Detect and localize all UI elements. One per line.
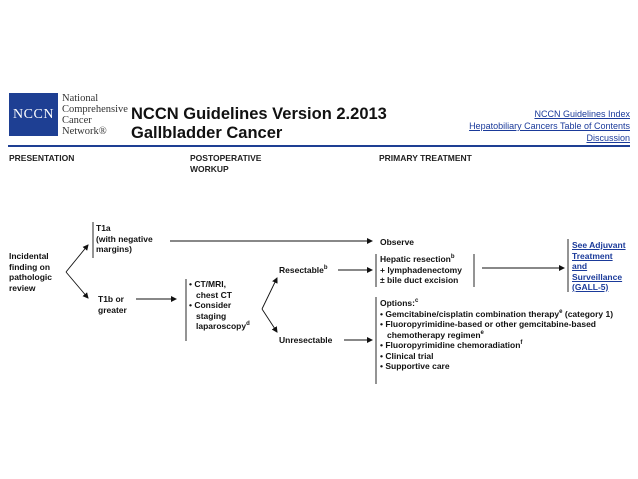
adjuvant-treatment-link[interactable]: See Adjuvant Treatment and Surveillance … xyxy=(572,240,626,293)
node-observe: Observe xyxy=(380,237,415,247)
option-item-2b-text: chemotherapy regimen xyxy=(387,329,481,340)
workup-item1-b: chest CT xyxy=(196,289,232,300)
arrow-incidental-to-t1b xyxy=(65,271,89,299)
hepatic-line-1: Hepatic resectionb xyxy=(380,254,462,265)
node-workup: • CT/MRI, chest CT • Consider staging la… xyxy=(189,279,250,332)
adjuvant-line-1: See Adjuvant xyxy=(572,240,626,250)
guidelines-index-link[interactable]: NCCN Guidelines Index xyxy=(534,109,630,119)
logo-box-text: NCCN xyxy=(13,106,54,122)
column-header-presentation: PRESENTATION xyxy=(9,153,75,163)
column-header-treatment: PRIMARY TREATMENT xyxy=(379,153,472,163)
column-header-workup: POSTOPERATIVE WORKUP xyxy=(190,153,261,175)
adjuvant-line-2: Treatment xyxy=(572,250,613,261)
resectable-label: Resectable xyxy=(279,265,324,275)
option-item-3: • Fluoropyrimidine chemoradiationf xyxy=(380,340,613,351)
page-title: NCCN Guidelines Version 2.2013 Gallbladd… xyxy=(131,105,387,143)
incidental-line-1: Incidental xyxy=(9,251,49,261)
header-divider xyxy=(8,145,630,147)
option-item-2b: chemotherapy regimene xyxy=(380,330,613,341)
table-of-contents-link[interactable]: Hepatobiliary Cancers Table of Contents xyxy=(469,121,630,131)
adjuvant-line-4: Surveillance xyxy=(572,271,623,282)
logo-line-2: Comprehensive xyxy=(62,104,128,115)
t1b-line-1: T1b or xyxy=(98,294,124,304)
option-item-1-footnote: e xyxy=(559,308,563,315)
node-incidental-finding: Incidental finding on pathologic review xyxy=(9,251,52,293)
discussion-link[interactable]: Discussion xyxy=(586,133,630,143)
workup-item2-c-text: laparoscopy xyxy=(196,321,247,331)
incidental-line-2: finding on xyxy=(9,261,51,272)
column-header-workup-line2: WORKUP xyxy=(190,164,229,174)
hepatic-line-2: + lymphadenectomy xyxy=(380,264,462,275)
logo-wordmark: National Comprehensive Cancer Network® xyxy=(62,93,128,137)
hepatic-line-1-text: Hepatic resection xyxy=(380,254,451,264)
options-heading-text: Options: xyxy=(380,298,415,308)
incidental-line-4: review xyxy=(9,282,36,293)
logo-line-3: Cancer xyxy=(62,115,92,126)
column-header-workup-line1: POSTOPERATIVE xyxy=(190,153,262,163)
option-item-1: • Gemcitabine/cisplatin combination ther… xyxy=(380,309,613,320)
adjuvant-line-3: and xyxy=(572,261,588,271)
options-footnote: c xyxy=(414,298,419,305)
option-item-5: • Supportive care xyxy=(380,361,450,371)
resectable-footnote: b xyxy=(323,265,328,272)
option-item-1-text: • Gemcitabine/cisplatin combination ther… xyxy=(380,308,560,319)
hepatic-line-3: ± bile duct excision xyxy=(380,275,459,285)
header-links: NCCN Guidelines Index Hepatobiliary Canc… xyxy=(469,108,630,144)
node-hepatic-resection: Hepatic resectionb + lymphadenectomy ± b… xyxy=(380,254,462,286)
arrow-workup-to-resectable xyxy=(261,277,278,310)
title-disease: Gallbladder Cancer xyxy=(131,124,283,142)
option-item-4: • Clinical trial xyxy=(380,350,434,361)
workup-footnote-d: d xyxy=(246,321,250,328)
node-t1a: T1a (with negative margins) xyxy=(96,223,153,255)
workup-item2-c: laparoscopyd xyxy=(189,321,250,332)
arrow-incidental-to-t1a xyxy=(65,244,89,273)
workup-item1-a: • CT/MRI, xyxy=(189,279,226,289)
adjuvant-line-5: (GALL-5) xyxy=(572,282,609,292)
node-options: Options:c • Gemcitabine/cisplatin combin… xyxy=(380,298,613,372)
options-heading: Options:c xyxy=(380,298,613,309)
hepatic-footnote: b xyxy=(450,254,455,261)
title-version: NCCN Guidelines Version 2.2013 xyxy=(131,105,387,123)
logo-line-4: Network® xyxy=(62,126,107,137)
node-resectable: Resectableb xyxy=(279,265,328,276)
node-unresectable: Unresectable xyxy=(279,335,333,345)
t1a-line-1: T1a xyxy=(96,223,111,233)
node-t1b: T1b or greater xyxy=(98,294,127,315)
nccn-logo: NCCN xyxy=(9,93,58,136)
workup-item2-b: staging xyxy=(196,310,227,321)
option-item-3-footnote: f xyxy=(520,340,523,347)
workup-item2-a: • Consider xyxy=(189,300,232,310)
option-item-2-footnote: e xyxy=(480,329,484,336)
t1b-line-2: greater xyxy=(98,304,127,315)
t1a-line-3: margins) xyxy=(96,244,132,254)
incidental-line-3: pathologic xyxy=(9,272,52,282)
arrow-workup-to-unresectable xyxy=(261,308,278,333)
logo-line-1: National xyxy=(62,93,99,104)
option-item-1-tail: (category 1) xyxy=(562,308,614,319)
t1a-line-2: (with negative xyxy=(96,233,153,244)
option-item-3-text: • Fluoropyrimidine chemoradiation xyxy=(380,340,521,350)
option-item-2a: • Fluoropyrimidine-based or other gemcit… xyxy=(380,319,596,329)
